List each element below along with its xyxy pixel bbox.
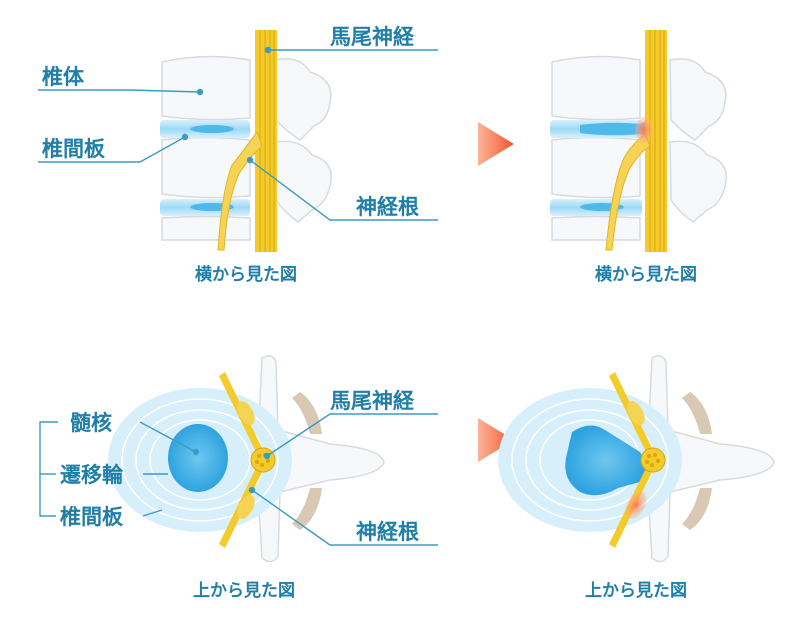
nucleus-upper <box>190 125 234 133</box>
vertebral-body-upper <box>161 55 251 121</box>
caption-side-herniated: 横から見た図 <box>595 264 697 285</box>
arrow-right-icon <box>478 418 514 462</box>
label-nucleus: 髄核 <box>70 411 112 435</box>
side-leaders-normal <box>38 46 438 221</box>
label-annulus: 遷移輪 <box>60 463 124 487</box>
hernia-impingement <box>635 117 653 143</box>
label-top-nerve-root: 神経根 <box>356 520 419 544</box>
arrow-right-icon <box>478 122 514 166</box>
side-view-herniated: 横から見た図 <box>550 30 727 285</box>
side-view-normal: 馬尾神経 椎体 椎間板 神経根 横から見た図 <box>38 25 438 285</box>
herniated-nucleus-top <box>565 425 646 496</box>
label-cauda-equina: 馬尾神経 <box>330 25 415 49</box>
label-nerve-root: 神経根 <box>356 195 419 219</box>
label-vertebral-body: 椎体 <box>42 65 85 89</box>
top-view-herniated: 上から見た図 <box>498 355 775 601</box>
caption-top-normal: 上から見た図 <box>193 581 295 601</box>
spinous-process-lower <box>274 140 332 223</box>
top-leaders-normal <box>39 413 438 546</box>
label-top-disc: 椎間板 <box>60 505 124 529</box>
nerve-root-compressed <box>605 133 651 251</box>
caption-top-herniated: 上から見た図 <box>585 581 687 601</box>
nerve-root <box>217 130 263 251</box>
top-view-normal: 馬尾神経 神経根 髄核 遷移輪 椎間板 上から見た図 <box>39 355 438 601</box>
label-top-cauda-equina: 馬尾神経 <box>330 389 415 413</box>
cauda-equina-bundle <box>250 447 276 473</box>
spinous-process-upper <box>274 58 332 141</box>
label-disc: 椎間板 <box>42 137 106 161</box>
herniated-nucleus <box>580 121 652 136</box>
nucleus-pulposus <box>168 424 228 492</box>
caption-side-normal: 横から見た図 <box>195 264 297 285</box>
vertebral-body-lower <box>161 215 251 241</box>
